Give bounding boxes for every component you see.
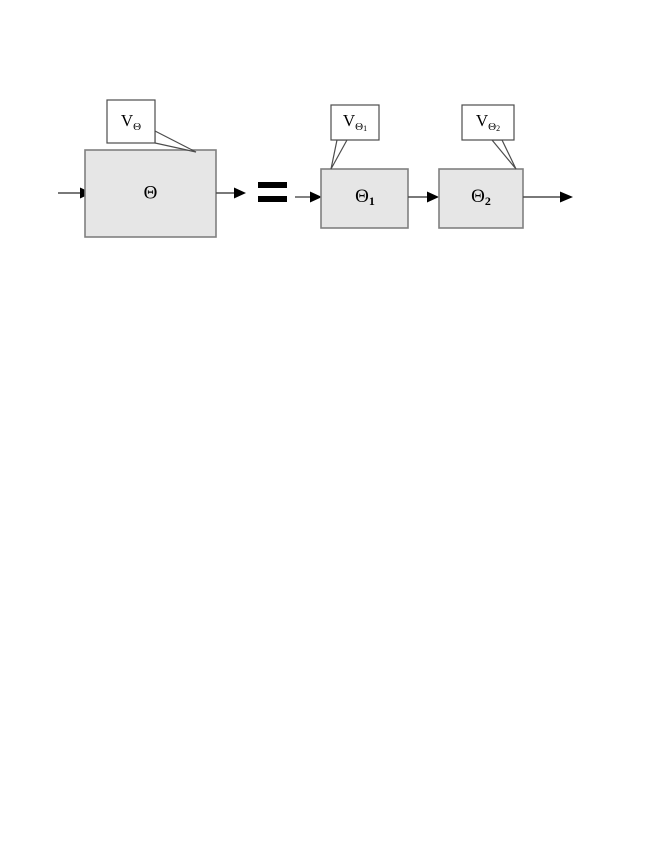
v-theta-1-callout: VΘ1 <box>330 104 380 170</box>
theta-2-block: Θ2 <box>438 168 524 229</box>
left-output-arrow <box>216 187 246 199</box>
equals-operator <box>258 182 287 202</box>
theta-block-label: Θ <box>144 182 158 203</box>
theta-1-block-label: Θ1 <box>355 186 375 207</box>
right-middle-arrow <box>408 191 439 203</box>
v-theta-callout-label: VΘ <box>121 111 141 133</box>
right-input-arrow <box>295 191 322 203</box>
right-output-arrow <box>523 191 573 203</box>
v-theta-2-callout-label: VΘ2 <box>476 111 500 133</box>
theta-1-block: Θ1 <box>320 168 409 229</box>
v-theta-2-callout: VΘ2 <box>461 104 517 170</box>
theta-2-block-label: Θ2 <box>471 186 491 207</box>
v-theta-1-callout-label: VΘ1 <box>343 111 367 133</box>
theta-block: Θ <box>84 149 217 238</box>
v-theta-callout: VΘ <box>106 99 197 153</box>
